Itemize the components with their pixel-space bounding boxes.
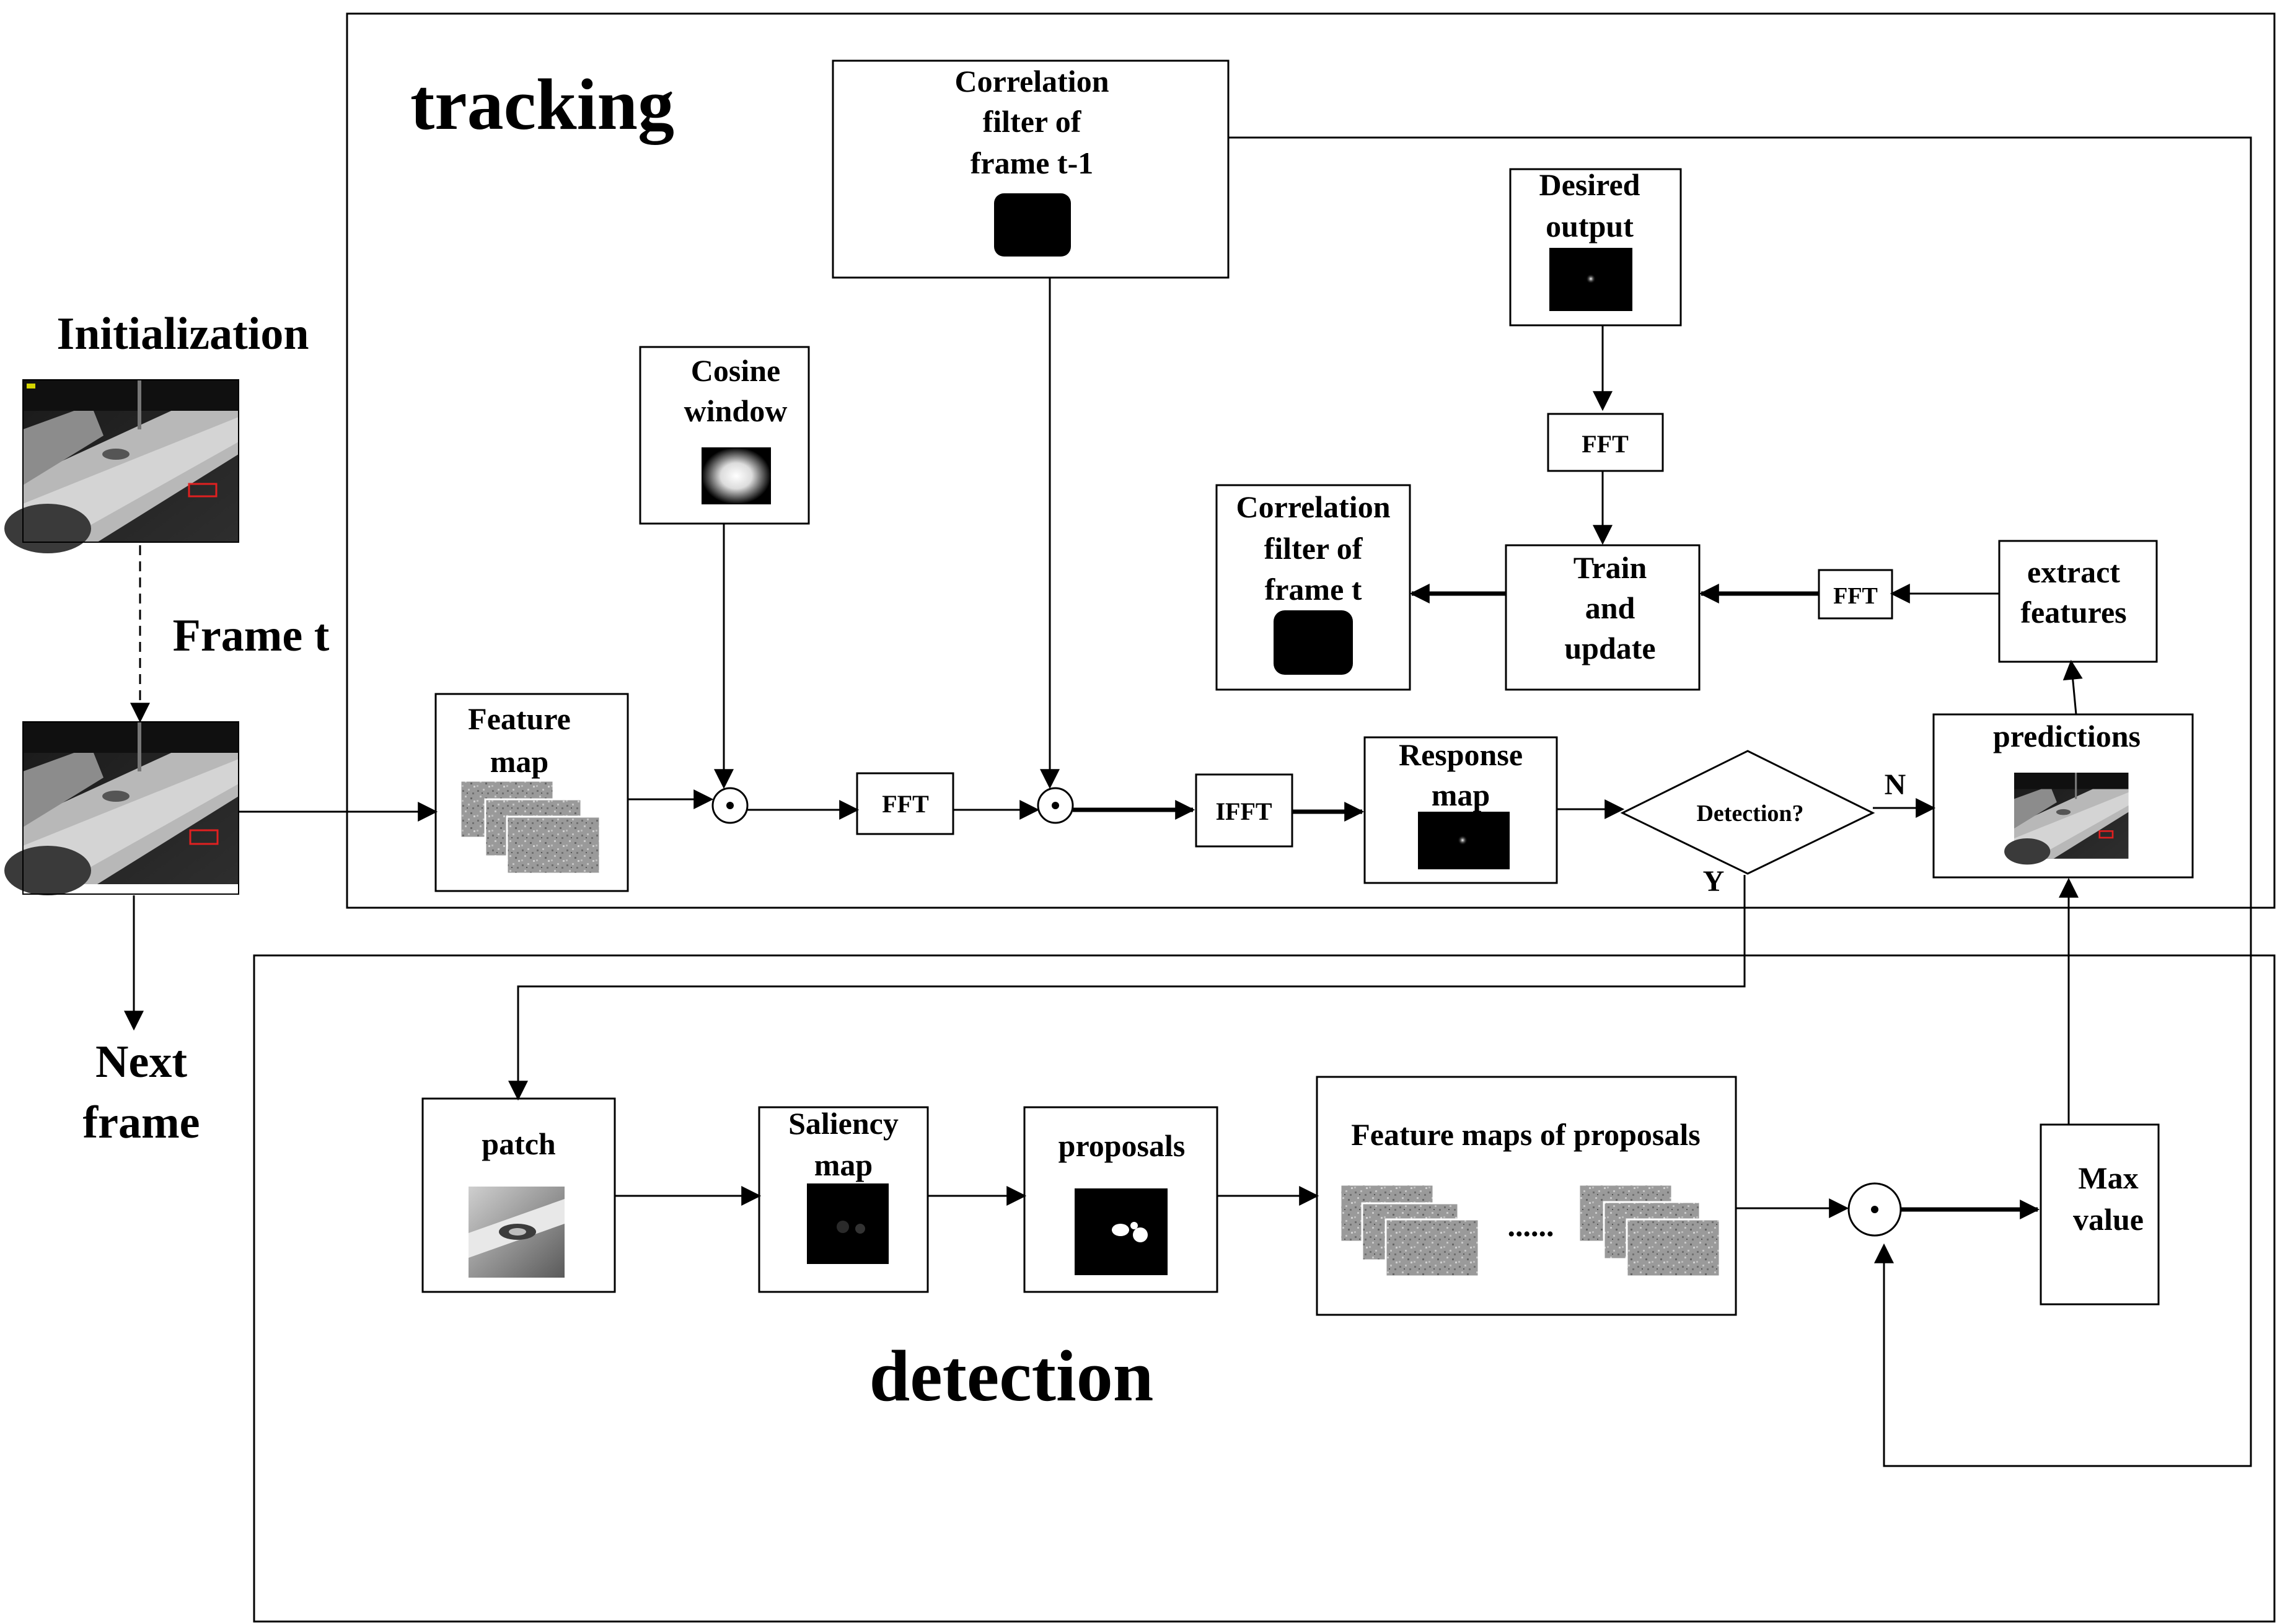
frame-t-label: Frame t	[173, 610, 330, 661]
feature-maps-of-proposals-label: Feature maps of proposals	[1351, 1117, 1700, 1152]
proposals-label: proposals	[1059, 1128, 1186, 1163]
train-update-label-line1: Train	[1574, 550, 1647, 585]
corr-filter-prev-label-line2: filter of	[983, 104, 1082, 139]
detection-panel	[253, 954, 2276, 1623]
decision-yes-label: Y	[1703, 865, 1725, 898]
corr-filter-prev-label-line1: Correlation	[954, 64, 1109, 99]
fft-extract-label: FFT	[1833, 583, 1878, 609]
detection-decision-label: Detection?	[1696, 801, 1803, 827]
max-value-box	[2040, 1123, 2160, 1306]
frame-t-image	[4, 721, 239, 895]
max-value-label-line2: value	[2073, 1202, 2144, 1237]
response-map-label-line1: Response	[1399, 737, 1523, 772]
fft-desired-box	[1547, 413, 1664, 472]
train-update-label-line2: and	[1585, 590, 1635, 625]
saliency-map-label-line2: map	[814, 1148, 873, 1182]
feature-map-stack-icon	[459, 779, 601, 875]
desired-output-label-line1: Desired	[1539, 167, 1640, 202]
proposal-feature-ellipsis: ......	[1508, 1208, 1554, 1243]
extract-features-label-line2: features	[2020, 595, 2126, 630]
feature-map-label-line1: Feature	[468, 701, 571, 736]
ifft-label: IFFT	[1215, 797, 1272, 825]
initialization-label: Initialization	[56, 309, 309, 359]
response-map-image	[1418, 812, 1510, 869]
proposals-image	[1075, 1188, 1168, 1275]
response-map-label-line2: map	[1432, 778, 1490, 812]
extract-features-box	[1998, 540, 2158, 663]
extract-features-label-line1: extract	[2027, 555, 2120, 589]
cosine-window-label-line2: window	[684, 393, 788, 428]
tracking-panel	[346, 12, 2276, 909]
detection-decision-diamond	[1620, 750, 1875, 875]
next-frame-label-line2: frame	[83, 1097, 200, 1148]
patch-image	[469, 1187, 565, 1278]
fft-extract-box	[1818, 569, 1893, 620]
corr-filter-t-image	[1274, 610, 1353, 675]
feature-map-label-line2: map	[490, 744, 548, 779]
ifft-box	[1195, 773, 1293, 848]
patch-label: patch	[482, 1126, 556, 1161]
next-frame-label-line1: Next	[95, 1037, 187, 1087]
corr-filter-t-label-line1: Correlation	[1236, 489, 1390, 524]
proposal-feature-stack-icon-1	[1339, 1183, 1480, 1278]
train-update-box	[1505, 544, 1701, 691]
cosine-window-image	[702, 447, 771, 504]
desired-output-image	[1549, 248, 1632, 311]
correlation-product-operator	[1037, 787, 1074, 824]
corr-filter-prev-label-line3: frame t-1	[971, 146, 1094, 180]
corr-filter-t-label-line2: filter of	[1264, 531, 1363, 566]
desired-output-label-line2: output	[1546, 209, 1634, 244]
saliency-map-label-line1: Saliency	[788, 1106, 899, 1141]
max-value-label-line1: Max	[2078, 1161, 2138, 1195]
detection-connectors	[508, 875, 2079, 1219]
proposal-product-operator	[1847, 1182, 1902, 1237]
proposal-feature-stack-icon-2	[1578, 1183, 1721, 1278]
saliency-map-image	[807, 1183, 889, 1264]
tracking-connectors	[239, 136, 2252, 1467]
corr-filter-t-label-line3: frame t	[1265, 572, 1362, 607]
cosine-product-operator	[711, 787, 749, 824]
decision-no-label: N	[1885, 768, 1906, 801]
initialization-frame-image	[4, 379, 239, 553]
fft-main-box	[856, 772, 954, 835]
fft-desired-label: FFT	[1582, 430, 1629, 458]
corr-filter-prev-image	[994, 193, 1071, 257]
predictions-label: predictions	[1993, 719, 2141, 753]
train-update-label-line3: update	[1564, 631, 1655, 665]
predictions-frame-image	[2004, 773, 2129, 865]
tracking-section-title: tracking	[410, 64, 674, 145]
cosine-window-label-line1: Cosine	[691, 353, 780, 388]
detection-section-title: detection	[869, 1335, 1154, 1416]
fft-main-label: FFT	[882, 790, 929, 818]
